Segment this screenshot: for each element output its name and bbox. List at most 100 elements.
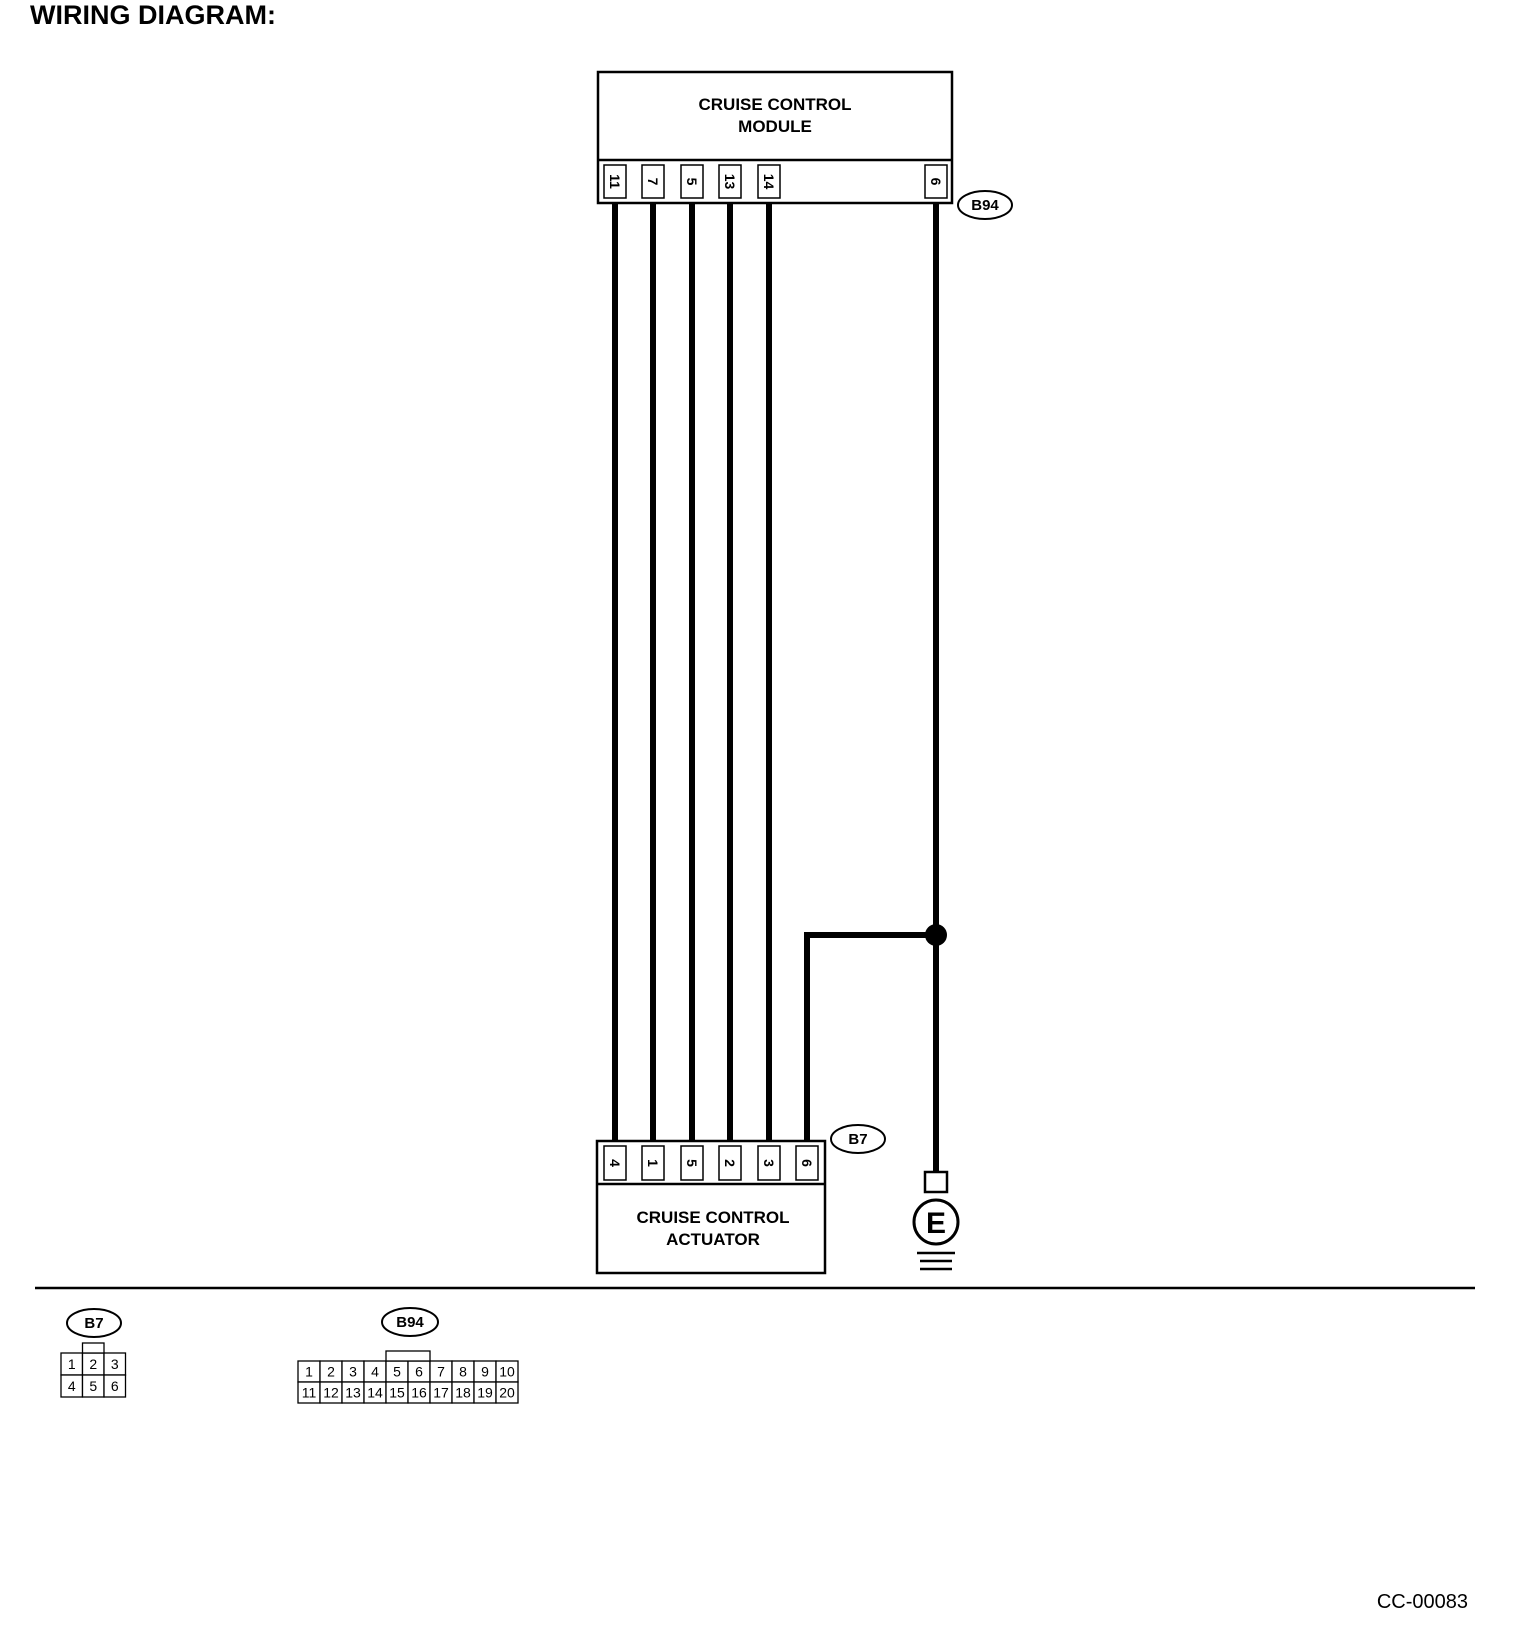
module-pin-5-label: 5: [684, 178, 700, 186]
actuator-pin-5-frame: [680, 1145, 704, 1181]
actuator-label-line-2: ACTUATOR: [666, 1230, 760, 1249]
b94-cell-16-label: 16: [411, 1385, 427, 1401]
b94-cell-9-label: 9: [481, 1364, 489, 1380]
ground-terminal: E: [912, 1170, 960, 1271]
b94-cell-1-label: 1: [305, 1364, 313, 1380]
actuator-pin-2-frame: [718, 1145, 742, 1181]
cruise-control-module: CRUISE CONTROL MODULE 11 7 5 13 14 6: [596, 70, 954, 205]
actuator-pin-2-label: 2: [722, 1159, 738, 1167]
connector-view-b94-tag: B94: [396, 1314, 424, 1331]
actuator-body: [595, 1139, 827, 1275]
b94-cell-14-label: 14: [367, 1385, 383, 1401]
connector-tag-b7-label: B7: [848, 1131, 867, 1148]
actuator-pin-3-label: 3: [761, 1159, 777, 1167]
connector-view-b7-tag: B7: [84, 1315, 103, 1332]
page-title: WIRING DIAGRAM:: [30, 0, 276, 30]
module-pin-row: 11 7 5 13 14 6: [603, 164, 948, 199]
connector-tag-b94-label: B94: [971, 197, 999, 214]
connector-tag-b94: B94: [957, 190, 1013, 220]
module-pin-11-label: 11: [607, 174, 623, 189]
b94-cell-18-label: 18: [455, 1385, 471, 1401]
drawing-code: CC-00083: [1377, 1591, 1468, 1613]
module-pin-7-frame: [641, 164, 665, 199]
b94-cell-2-label: 2: [327, 1364, 335, 1380]
actuator-pin-3-frame: [757, 1145, 781, 1181]
module-pin-7: 7: [641, 164, 665, 199]
b7-cell-3-label: 3: [111, 1356, 119, 1372]
b94-cell-7-label: 7: [437, 1364, 445, 1380]
splice-point: [925, 924, 947, 946]
module-pin-11-frame: [603, 164, 627, 199]
b94-lock-key: [385, 1350, 431, 1362]
actuator-pin-5: 5: [680, 1145, 704, 1181]
actuator-label-line-1: CRUISE CONTROL: [637, 1208, 790, 1227]
cruise-control-actuator: CRUISE CONTROL ACTUATOR 4 1 5 2 3 6: [595, 1139, 827, 1275]
b7-cell-1-label: 1: [68, 1356, 76, 1372]
module-pin-6-frame: [924, 164, 948, 199]
actuator-pin-1-frame: [641, 1145, 665, 1181]
actuator-pin-2: 2: [718, 1145, 742, 1181]
actuator-pin-row: 4 1 5 2 3 6: [603, 1145, 819, 1181]
module-body: [596, 70, 954, 205]
module-pin-6: 6: [924, 164, 948, 199]
connector-view-b94-tag-outline: [381, 1307, 439, 1337]
actuator-pin-5-label: 5: [684, 1159, 700, 1167]
connector-tag-b7: B7: [830, 1124, 886, 1154]
module-label-line-1: CRUISE CONTROL: [699, 95, 852, 114]
b7-cell-4-label: 4: [68, 1378, 76, 1394]
ground-circle: [912, 1198, 960, 1246]
b94-cell-3-label: 3: [349, 1364, 357, 1380]
module-pin-6-label: 6: [928, 178, 944, 186]
b7-cell-5-label: 5: [89, 1378, 97, 1394]
module-pin-14: 14: [757, 164, 781, 199]
connector-view-b7-tag-outline: [66, 1308, 122, 1338]
module-label-line-2: MODULE: [738, 117, 812, 136]
actuator-pin-6-label: 6: [799, 1159, 815, 1167]
b7-cell-6: [103, 1374, 127, 1398]
b94-cell-20-label: 20: [499, 1385, 515, 1401]
b94-cell-4-label: 4: [371, 1364, 379, 1380]
module-pin-14-label: 14: [761, 174, 777, 190]
module-pin-5: 5: [680, 164, 704, 199]
actuator-pin-6-frame: [795, 1145, 819, 1181]
b94-cell-10-label: 10: [499, 1364, 515, 1380]
module-pin-7-label: 7: [645, 178, 661, 186]
b94-cell-6-label: 6: [415, 1364, 423, 1380]
b94-cell-17-label: 17: [433, 1385, 449, 1401]
actuator-pin-3: 3: [757, 1145, 781, 1181]
b7-cell-6-label: 6: [111, 1378, 119, 1394]
actuator-pin-1: 1: [641, 1145, 665, 1181]
wire-harness: [612, 203, 947, 1172]
b94-cell-5-label: 5: [393, 1364, 401, 1380]
b94-cell-12-label: 12: [323, 1385, 339, 1401]
module-pin-14-frame: [757, 164, 781, 199]
b94-cell-13-label: 13: [345, 1385, 361, 1401]
actuator-pin-4: 4: [603, 1145, 627, 1181]
connector-tag-b94-outline: [957, 190, 1013, 220]
actuator-pin-4-label: 4: [607, 1159, 623, 1167]
module-pin-11: 11: [603, 164, 627, 199]
module-pin-13-label: 13: [722, 174, 738, 190]
b94-cell-8-label: 8: [459, 1364, 467, 1380]
actuator-pin-6: 6: [795, 1145, 819, 1181]
wire-actuator-6-to-splice: [804, 932, 936, 1141]
connector-tag-b7-outline: [830, 1124, 886, 1154]
module-pin-5-frame: [680, 164, 704, 199]
actuator-pin-4-frame: [603, 1145, 627, 1181]
actuator-pin-1-label: 1: [645, 1159, 661, 1167]
b7-lock-key: [81, 1342, 105, 1354]
b7-cell-2-label: 2: [89, 1356, 97, 1372]
module-pin-13: 13: [718, 164, 742, 199]
b94-cell-15-label: 15: [389, 1385, 405, 1401]
b94-cell-20: [495, 1381, 519, 1404]
ground-letter: E: [926, 1207, 946, 1240]
module-pin-13-frame: [718, 164, 742, 199]
b94-cell-19-label: 19: [477, 1385, 493, 1401]
b94-cell-11-label: 11: [302, 1385, 317, 1401]
ground-terminal-lug: [923, 1170, 949, 1194]
